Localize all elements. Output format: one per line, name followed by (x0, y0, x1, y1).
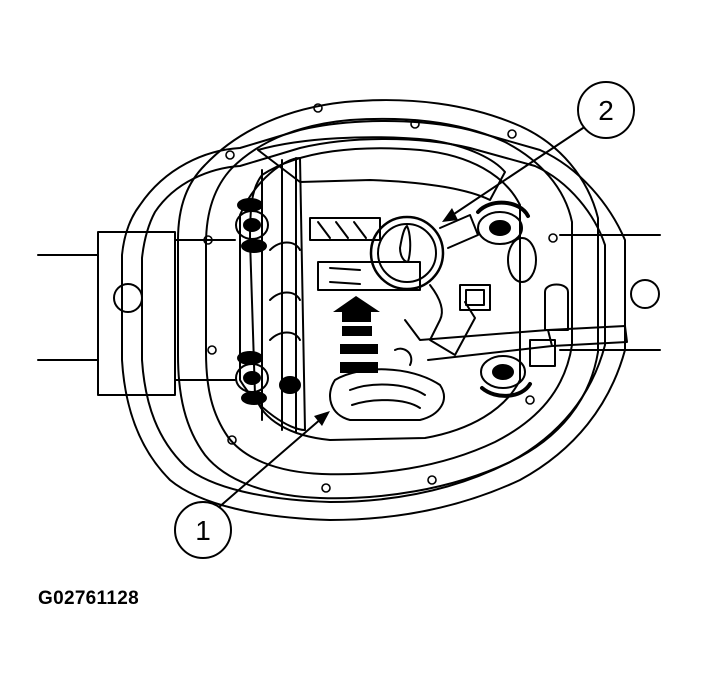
right-lower-bearing (480, 355, 532, 398)
right-axle-bolt-hole (630, 279, 660, 309)
left-lower-bearing (235, 351, 301, 405)
callout-1-number: 1 (195, 515, 211, 546)
differential-case (309, 217, 445, 421)
indicator-mounting-bar (404, 283, 628, 367)
left-upper-bearing (235, 198, 269, 253)
callout-1: 1 (174, 501, 232, 559)
right-axle-tube (559, 234, 661, 351)
callout-leader-lines (217, 127, 584, 509)
flange-bolt-holes (203, 103, 558, 493)
left-axle-bolt-hole (113, 283, 143, 313)
direction-arrow (333, 296, 380, 373)
dial-indicator (369, 214, 491, 356)
cover-flange (177, 99, 599, 500)
callout-2: 2 (577, 81, 635, 139)
leader-arrowheads (314, 208, 458, 426)
right-upper-bearing (476, 200, 537, 283)
inner-cavity (249, 147, 521, 441)
callout-2-number: 2 (598, 95, 614, 126)
outer-housing (121, 120, 626, 521)
figure-id-label: G02761128 (38, 588, 139, 609)
